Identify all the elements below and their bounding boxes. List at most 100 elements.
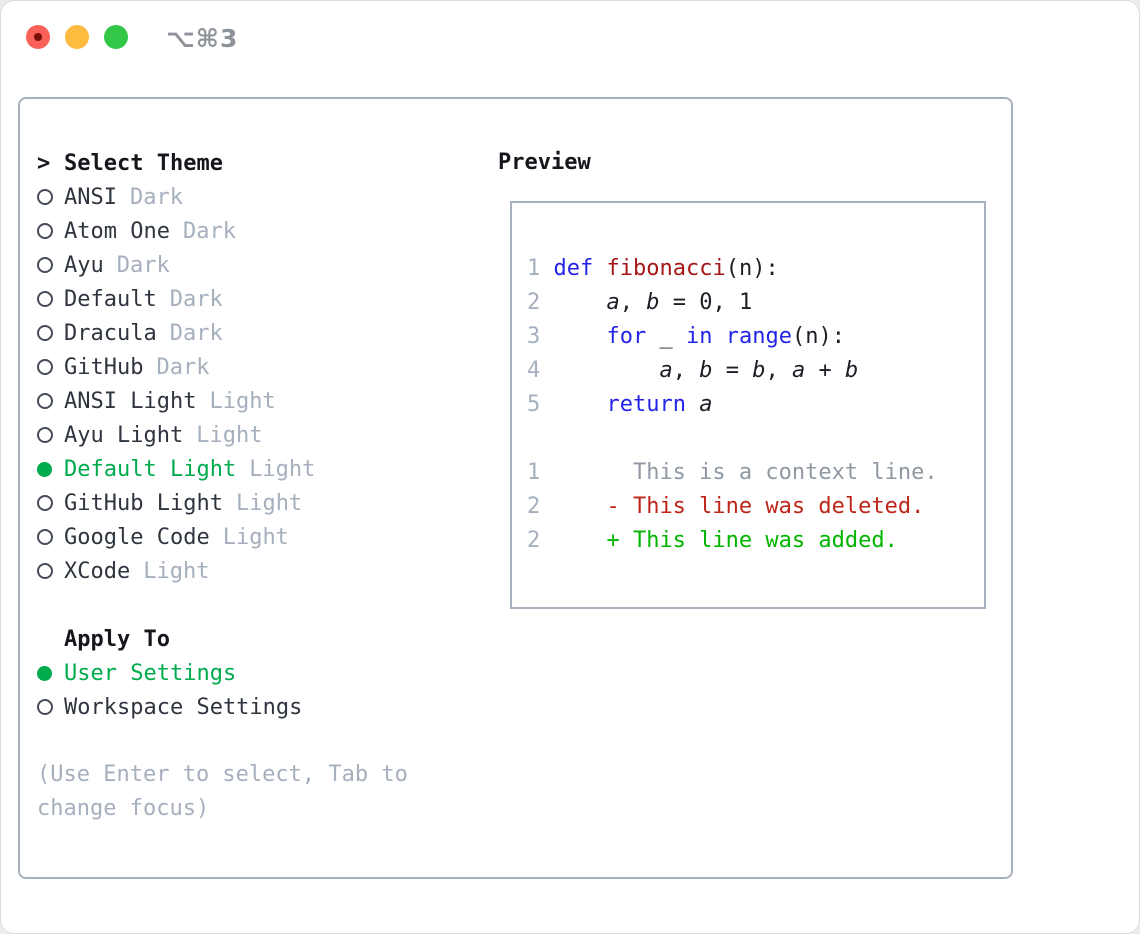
apply-to-title: Apply To xyxy=(64,626,170,652)
code-line: 2 - This line was deleted. xyxy=(527,490,984,524)
theme-item-tag: Light xyxy=(209,388,276,414)
code-token xyxy=(540,358,659,383)
theme-item-tag: Light xyxy=(222,524,289,550)
code-token: (n): xyxy=(725,256,779,281)
line-number: 1 xyxy=(527,256,541,281)
preview-title: Preview xyxy=(498,150,591,175)
radio-icon xyxy=(37,529,53,545)
theme-item-default-light[interactable]: Default Light Light xyxy=(37,452,477,486)
theme-item-label: XCode xyxy=(64,558,131,584)
line-number: 3 xyxy=(527,324,541,349)
theme-item-dracula[interactable]: Dracula Dark xyxy=(37,316,477,350)
apply-option-workspace-settings[interactable]: Workspace Settings xyxy=(37,690,477,724)
code-token: + xyxy=(805,358,845,383)
theme-item-label: Atom One xyxy=(64,218,170,244)
code-line: 3 for _ in range(n): xyxy=(527,320,984,354)
code-token: - This line was deleted. xyxy=(540,494,925,519)
radio-icon xyxy=(37,563,53,579)
theme-item-label: GitHub Light xyxy=(64,490,223,516)
code-token: a xyxy=(791,358,806,383)
radio-icon xyxy=(37,495,53,511)
theme-item-ansi-light[interactable]: ANSI Light Light xyxy=(37,384,477,418)
apply-option-user-settings[interactable]: User Settings xyxy=(37,656,477,690)
titlebar: ⌥⌘3 xyxy=(0,0,1140,74)
zoom-button[interactable] xyxy=(104,25,128,49)
theme-item-tag: Dark xyxy=(169,320,223,346)
radio-icon xyxy=(37,325,53,341)
code-token xyxy=(540,324,606,349)
code-token: , xyxy=(765,358,792,383)
theme-item-xcode[interactable]: XCode Light xyxy=(37,554,477,588)
code-token xyxy=(540,290,606,315)
code-line: 1 This is a context line. xyxy=(527,456,984,490)
theme-item-github-light[interactable]: GitHub Light Light xyxy=(37,486,477,520)
code-token: a xyxy=(606,290,620,315)
line-number: 2 xyxy=(527,290,541,315)
code-token: a xyxy=(699,392,713,417)
code-line: 2 a, b = 0, 1 xyxy=(527,286,984,320)
code-token xyxy=(686,392,699,417)
code-token: , xyxy=(672,358,700,383)
radio-selected-icon xyxy=(37,665,52,681)
minimize-button[interactable] xyxy=(65,25,89,49)
spacer xyxy=(37,724,477,758)
code-token: _ xyxy=(646,324,686,349)
theme-item-tag: Light xyxy=(143,558,210,584)
select-theme-header: > Select Theme xyxy=(37,146,477,180)
code-token: for xyxy=(606,324,647,349)
theme-item-tag: Light xyxy=(235,490,303,516)
code-token: in xyxy=(685,324,713,349)
line-number: 2 xyxy=(527,494,541,519)
select-theme-title: Select Theme xyxy=(64,150,223,176)
hint-text: (Use Enter to select, Tab to change focu… xyxy=(37,762,408,821)
theme-item-label: ANSI Light xyxy=(64,388,197,414)
theme-item-label: Default Light xyxy=(64,456,237,482)
radio-icon xyxy=(37,189,53,205)
code-token: def xyxy=(553,256,594,281)
code-line: 5 return a xyxy=(527,388,984,422)
code-token: range xyxy=(725,324,792,349)
radio-icon xyxy=(37,699,53,715)
apply-option-label: Workspace Settings xyxy=(64,694,303,720)
code-token: b xyxy=(844,358,859,383)
radio-icon xyxy=(37,223,53,239)
code-token: This is a context line. xyxy=(540,460,938,485)
theme-item-tag: Dark xyxy=(129,184,183,210)
close-button[interactable] xyxy=(26,25,50,49)
code-token: return xyxy=(606,392,686,417)
code-token: , xyxy=(619,290,647,315)
code-token xyxy=(593,256,606,281)
code-line: 2 + This line was added. xyxy=(527,524,984,558)
apply-to-header: Apply To xyxy=(37,622,477,656)
line-number: 5 xyxy=(527,392,541,417)
radio-icon xyxy=(37,427,53,443)
code-token: a xyxy=(659,358,673,383)
theme-item-label: Dracula xyxy=(64,320,157,346)
code-token: = xyxy=(712,358,753,383)
apply-option-label: User Settings xyxy=(64,660,237,686)
theme-item-tag: Light xyxy=(249,456,316,482)
theme-item-tag: Dark xyxy=(169,286,223,312)
radio-icon xyxy=(37,257,53,273)
radio-selected-icon xyxy=(37,461,52,477)
theme-item-tag: Light xyxy=(196,422,263,448)
code-token: fibonacci xyxy=(606,256,726,281)
code-line: 1 def fibonacci(n): xyxy=(527,252,984,286)
code-token: b xyxy=(699,358,713,383)
line-number: 1 xyxy=(527,460,541,485)
radio-icon xyxy=(37,393,53,409)
code-token: b xyxy=(752,358,766,383)
cursor-icon: > xyxy=(37,150,51,176)
radio-icon xyxy=(37,291,53,307)
